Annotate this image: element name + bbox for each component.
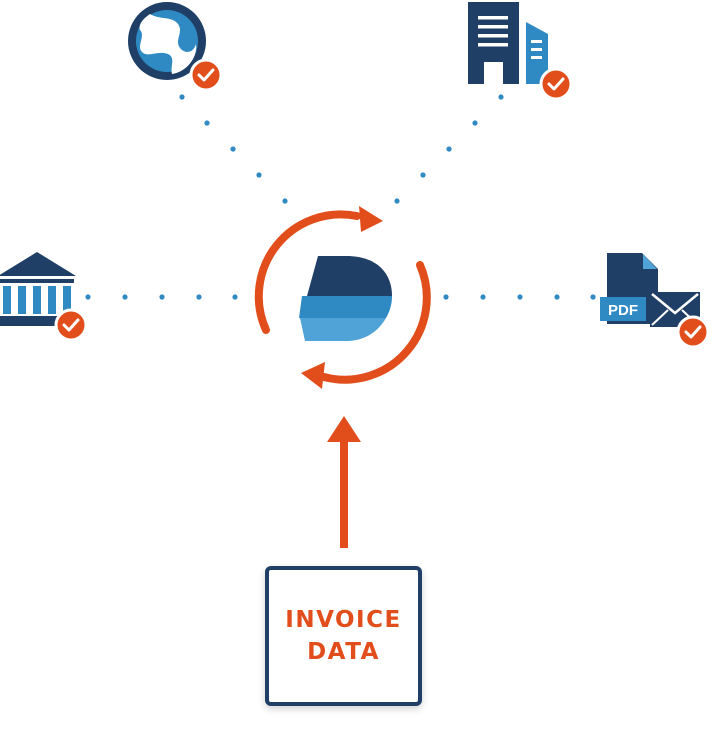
sync-arrows-icon <box>254 210 431 384</box>
globe-icon <box>128 2 206 80</box>
check-badge-icon <box>54 308 88 342</box>
check-badge-icon <box>189 58 223 92</box>
office-building-icon <box>468 2 548 84</box>
sync-logo-icon <box>299 256 392 341</box>
upload-arrow <box>327 416 361 548</box>
check-badge-icon <box>539 67 573 101</box>
bank-icon <box>0 252 76 326</box>
data-label: DATA <box>307 639 380 665</box>
check-badge-icon <box>676 315 710 349</box>
invoice-data-box: INVOICE DATA <box>265 566 422 706</box>
connector-dots <box>85 94 596 300</box>
pdf-email-icon: PDF <box>600 253 700 327</box>
sync-arrowheads <box>301 206 383 389</box>
pdf-label: PDF <box>608 302 638 319</box>
invoice-label: INVOICE <box>285 607 402 633</box>
